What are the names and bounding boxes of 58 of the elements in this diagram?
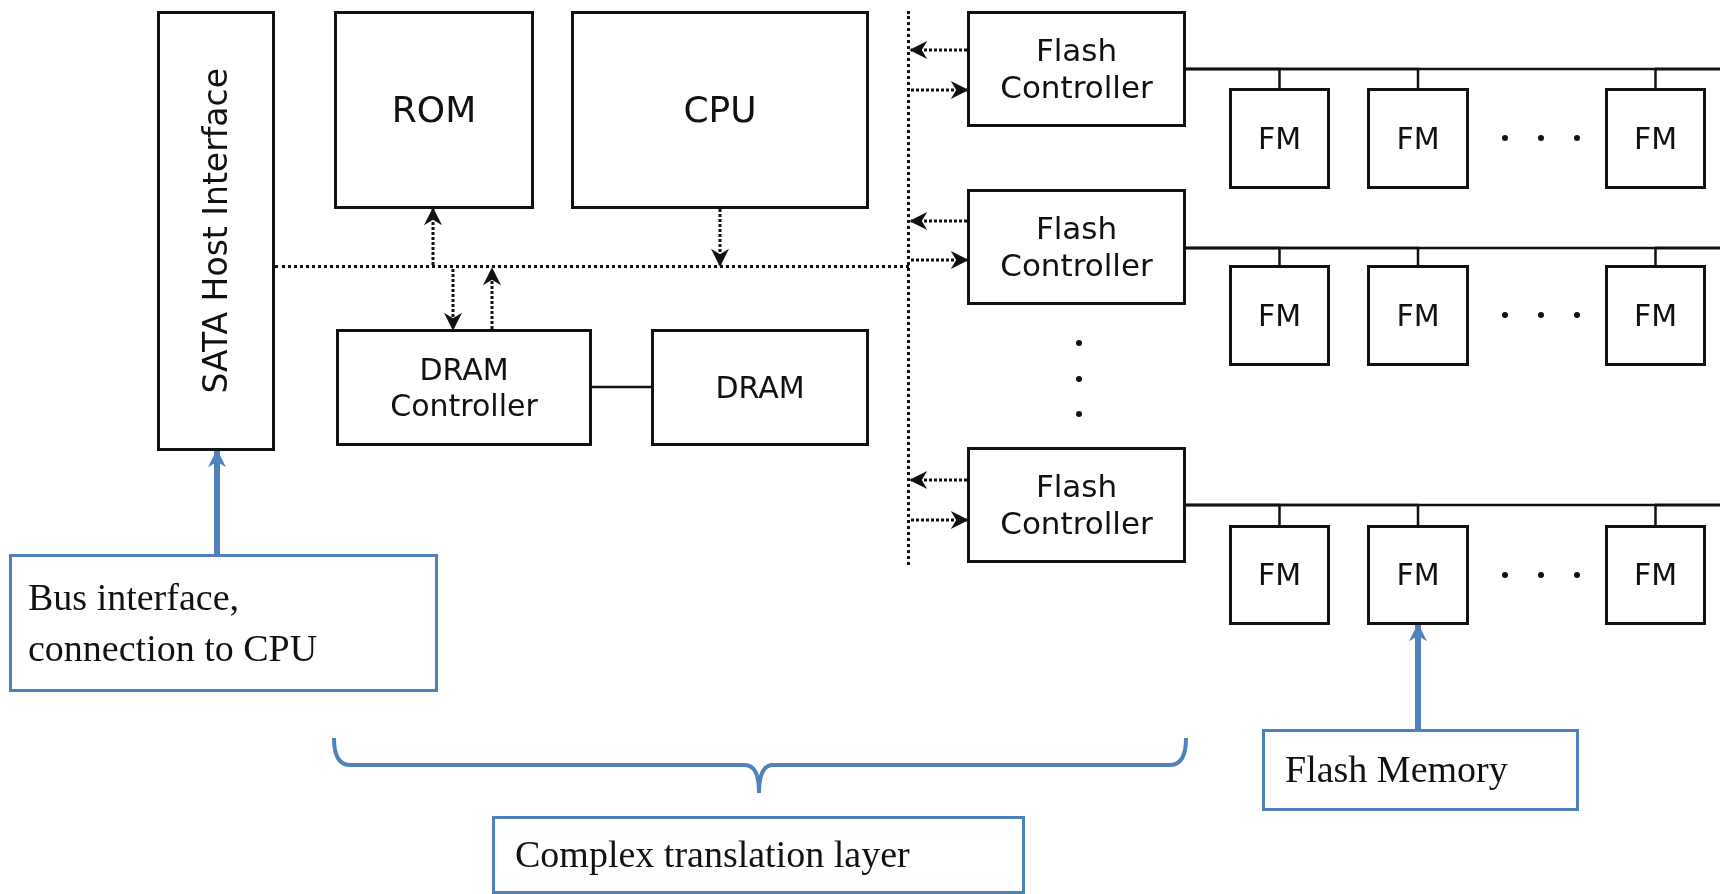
- block-label: SATA Host Interface: [196, 68, 236, 394]
- dotted-arrow: [911, 81, 969, 99]
- arrow: [208, 449, 226, 554]
- block-label: FM: [1257, 557, 1302, 593]
- controller-box: [967, 447, 1186, 563]
- bus-line: [907, 11, 911, 565]
- dotted-arrow: [911, 511, 969, 529]
- dotted-arrow: [483, 267, 501, 329]
- callout-text: Bus interface, connection to CPU: [28, 574, 319, 671]
- arrow: [1409, 623, 1427, 729]
- block-label: Flash Controller: [999, 209, 1154, 285]
- connector-line: [592, 385, 651, 389]
- block-label: CPU: [683, 88, 757, 132]
- memory-box: [1229, 525, 1330, 625]
- controller-box: [336, 329, 592, 446]
- controller-box: [967, 11, 1186, 127]
- memory-box: [1367, 525, 1469, 625]
- callout-box: [9, 554, 438, 692]
- block-label: FM: [1396, 297, 1440, 334]
- dotted-arrow: [911, 251, 969, 269]
- block-label: FM: [1257, 297, 1302, 334]
- block-label: FM: [1396, 557, 1440, 593]
- dotted-arrow: [909, 41, 967, 59]
- dotted-arrow: [444, 269, 462, 331]
- callout-text: Flash Memory: [1285, 747, 1508, 793]
- dotted-arrow: [711, 209, 729, 267]
- memory-box: [1229, 265, 1330, 366]
- processor-box: [571, 11, 869, 209]
- connector-line: [1186, 503, 1657, 525]
- memory-box: [1605, 265, 1706, 366]
- callout-box: [1262, 729, 1579, 811]
- block-label: FM: [1396, 120, 1440, 157]
- dotted-arrow: [424, 207, 442, 265]
- memory-box: [1367, 265, 1469, 366]
- block-label: Flash Controller: [999, 467, 1154, 543]
- memory-box: [651, 329, 869, 446]
- memory-box: [1605, 525, 1706, 625]
- connector-line: [1186, 67, 1657, 88]
- bus-line: [275, 265, 909, 269]
- block-label: DRAM Controller: [389, 351, 539, 424]
- callout-text: Complex translation layer: [515, 832, 910, 878]
- controller-box: [967, 189, 1186, 305]
- memory-box: [1605, 88, 1706, 189]
- memory-box: [334, 11, 534, 209]
- memory-box: [1367, 88, 1469, 189]
- dotted-arrow: [909, 212, 967, 230]
- block-label: FM: [1257, 120, 1302, 157]
- block-label: DRAM: [715, 369, 805, 406]
- connector-line: [1186, 246, 1657, 265]
- block-label: FM: [1633, 557, 1678, 593]
- block-label: FM: [1633, 297, 1678, 334]
- block-label: FM: [1633, 120, 1678, 157]
- interface-box: [157, 11, 275, 451]
- block-label: Flash Controller: [999, 31, 1154, 107]
- callout-box: [492, 816, 1025, 894]
- block-label: ROM: [391, 88, 477, 132]
- dotted-arrow: [909, 471, 967, 489]
- memory-box: [1229, 88, 1330, 189]
